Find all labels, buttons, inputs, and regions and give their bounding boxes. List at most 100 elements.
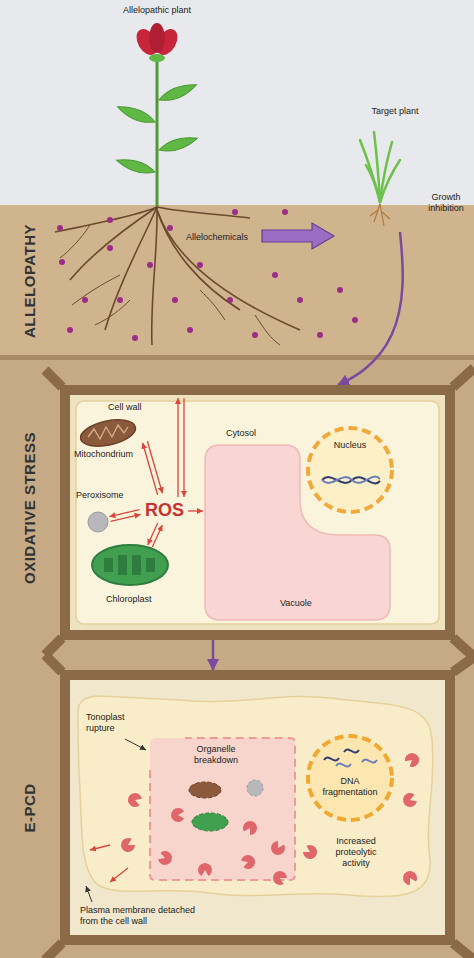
- protease: [171, 808, 184, 822]
- allelochemical-dots: [57, 225, 63, 231]
- allelochemical-dots: [337, 287, 343, 293]
- ros-flux-arrows: [143, 443, 158, 495]
- chloroplast: [192, 813, 228, 831]
- root-system: [105, 207, 157, 330]
- peroxisome: [247, 780, 263, 796]
- protease: [157, 849, 174, 867]
- ros-flux-arrows: [109, 510, 139, 517]
- protoplast: [78, 696, 433, 897]
- ros-label: ROS: [145, 500, 184, 520]
- process-label: Increased proteolytic activity: [325, 836, 387, 869]
- root-system: [55, 207, 157, 232]
- ros-flux-arrows: [177, 398, 178, 497]
- chloroplast: [118, 555, 127, 575]
- root-system: [60, 225, 90, 258]
- allelopathic-plant: [149, 23, 165, 53]
- protease: [198, 863, 212, 876]
- vacuole-remnant: [150, 738, 295, 880]
- root-system: [157, 210, 300, 330]
- process-label: Organelle breakdown: [185, 744, 247, 766]
- detachment-arrows: [90, 845, 128, 882]
- target-plant: [360, 132, 400, 226]
- dna-fragments: [324, 757, 339, 760]
- cell-box: E-PCD: [60, 670, 455, 945]
- root-system: [72, 275, 120, 305]
- cell-wall-junctions: [45, 370, 62, 387]
- allelochemical-dots: [172, 297, 178, 303]
- protease: [403, 750, 422, 769]
- plant-label: Allelopathic plant: [117, 5, 197, 16]
- protease: [118, 836, 136, 855]
- allelochemical-dots: [197, 262, 203, 268]
- dna: [322, 477, 380, 483]
- target-plant: [380, 142, 392, 202]
- ros-flux-arrows: [148, 523, 158, 545]
- allelopathic-plant: [156, 60, 159, 207]
- allelopathic-plant: [115, 158, 156, 175]
- chloroplast: [146, 558, 155, 572]
- chemical-label: Allelochemicals: [186, 232, 248, 243]
- dna: [322, 477, 380, 483]
- detachment-arrows: [90, 845, 110, 850]
- cell-wall-junctions: [45, 655, 62, 672]
- ros-flux-arrows: [188, 510, 203, 511]
- root-system: [152, 207, 157, 345]
- target-plant: [382, 212, 390, 219]
- target-plant: [380, 160, 400, 202]
- root-system: [55, 207, 300, 345]
- allelopathic-plant: [116, 104, 157, 125]
- mitochondrion: [78, 415, 138, 450]
- chloroplast: [92, 545, 168, 585]
- mitochondrion: [189, 782, 221, 798]
- stage-heading: E-PCD: [20, 688, 40, 928]
- ros-flux-arrows: [183, 398, 184, 497]
- root-system: [95, 300, 130, 325]
- cell-wall-junctions: [45, 943, 62, 958]
- mitochondrion: [78, 415, 138, 450]
- effect-label: Growth inhibition: [421, 192, 471, 214]
- part-label: Cytosol: [226, 428, 256, 439]
- protease: [241, 818, 260, 836]
- stressed-cell: [76, 401, 439, 624]
- chloroplast: [104, 558, 113, 572]
- protease: [268, 839, 287, 857]
- stressed-cell: [70, 395, 445, 630]
- allelochemical-dots: [57, 209, 358, 341]
- dna-fragments: [362, 759, 377, 762]
- target-plant: [360, 132, 400, 202]
- ros-flux-arrows: [109, 398, 203, 547]
- allelopathic-plant: [157, 82, 198, 103]
- peroxisome: [88, 512, 108, 532]
- stage-heading: OXIDATIVE STRESS: [20, 388, 40, 628]
- allelochemical-dots: [187, 327, 193, 333]
- root-system: [157, 210, 240, 310]
- allelochemical-dots: [317, 332, 323, 338]
- allelochemical-dots: [297, 297, 303, 303]
- allelochemical-dots: [117, 297, 123, 303]
- allelochemical-dots: [82, 297, 88, 303]
- process-label: Tonoplast rupture: [86, 712, 142, 734]
- allelochemical-dots: [107, 245, 113, 251]
- protease: [240, 853, 257, 871]
- dna-fragments: [324, 749, 377, 766]
- soil-band: ALLELOPATHY: [0, 205, 474, 357]
- allelochemical-dots: [282, 209, 288, 215]
- allelochemical-dots: [252, 332, 258, 338]
- protease: [270, 868, 288, 887]
- dna-fragments: [344, 749, 359, 752]
- target-plant-group: Target plantGrowth inhibition: [345, 104, 473, 232]
- allelochemical-dots: [67, 327, 73, 333]
- protease: [401, 791, 418, 809]
- flow-arrow: [212, 640, 215, 670]
- allelopathic-plant: [149, 54, 165, 62]
- dna: [322, 477, 380, 484]
- organelle-label: Chloroplast: [106, 594, 152, 605]
- process-label: DNA fragmentation: [318, 776, 382, 798]
- sky: [0, 0, 474, 205]
- protease: [126, 791, 143, 809]
- allelochemical-dots: [167, 225, 173, 231]
- allelochemical-dots: [227, 297, 233, 303]
- dna-fragments: [336, 763, 351, 766]
